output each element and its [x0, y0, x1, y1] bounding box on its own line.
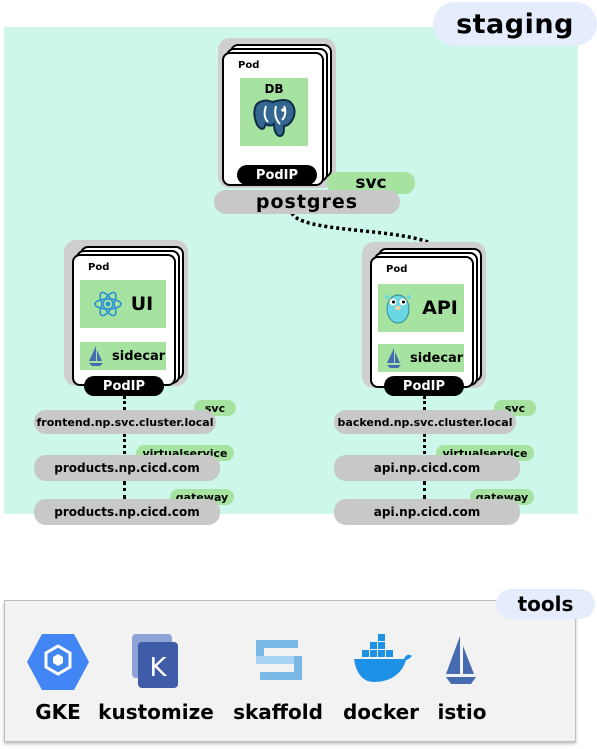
frontend-podip: PodIP [84, 376, 164, 396]
gke-icon [27, 634, 89, 690]
frontend-sidecar-label: sidecar [112, 348, 166, 364]
backend-sidecar-label: sidecar [410, 350, 464, 366]
react-icon [93, 291, 122, 317]
backend-vs-host[interactable]: api.np.cicd.com [334, 455, 520, 481]
backend-gw-host[interactable]: api.np.cicd.com [334, 499, 520, 525]
frontend-gw-host[interactable]: products.np.cicd.com [34, 499, 220, 525]
ui-container: UI [80, 280, 166, 328]
db-podip: PodIP [237, 165, 317, 185]
backend-svc-host[interactable]: backend.np.svc.cluster.local [334, 410, 516, 434]
api-container: API [378, 284, 464, 332]
tool-kustomize-label: kustomize [98, 700, 214, 724]
backend-pod-card[interactable]: Pod API sidecar [370, 256, 474, 388]
go-gopher-icon [385, 294, 412, 324]
db-pod-label: Pod [238, 60, 260, 71]
backend-sidecar: sidecar [378, 344, 464, 372]
tools-label: tools [496, 589, 595, 619]
frontend-sidecar: sidecar [80, 342, 166, 370]
backend-podip: PodIP [384, 376, 464, 396]
frontend-pod-card[interactable]: Pod UI sidecar [72, 254, 176, 386]
svg-text:K: K [149, 653, 167, 683]
db-container: DB [240, 78, 308, 146]
postgres-icon [253, 98, 296, 138]
tool-docker-label: docker [342, 700, 420, 724]
staging-label: staging [433, 2, 597, 46]
postgres-service[interactable]: postgres [214, 190, 400, 214]
api-name: API [422, 297, 458, 319]
ui-name: UI [130, 293, 154, 315]
backend-pod-label: Pod [386, 264, 408, 275]
skaffold-icon [256, 640, 302, 680]
db-pod-card[interactable]: Pod DB [222, 52, 324, 186]
kustomize-icon: K [132, 634, 178, 688]
docker-icon [354, 634, 412, 682]
tool-skaffold-label: skaffold [233, 700, 323, 724]
tool-istio-label: istio [437, 700, 487, 724]
tools-panel [4, 600, 576, 742]
frontend-pod-label: Pod [88, 262, 110, 273]
frontend-svc-host[interactable]: frontend.np.svc.cluster.local [34, 410, 216, 434]
istio-sail-icon [387, 348, 401, 368]
db-svc-tag: svc [327, 172, 415, 194]
db-name: DB [264, 82, 284, 96]
istio-icon [446, 636, 476, 684]
tool-gke-label: GKE [35, 700, 81, 724]
istio-sail-icon [89, 346, 103, 366]
frontend-vs-host[interactable]: products.np.cicd.com [34, 455, 220, 481]
